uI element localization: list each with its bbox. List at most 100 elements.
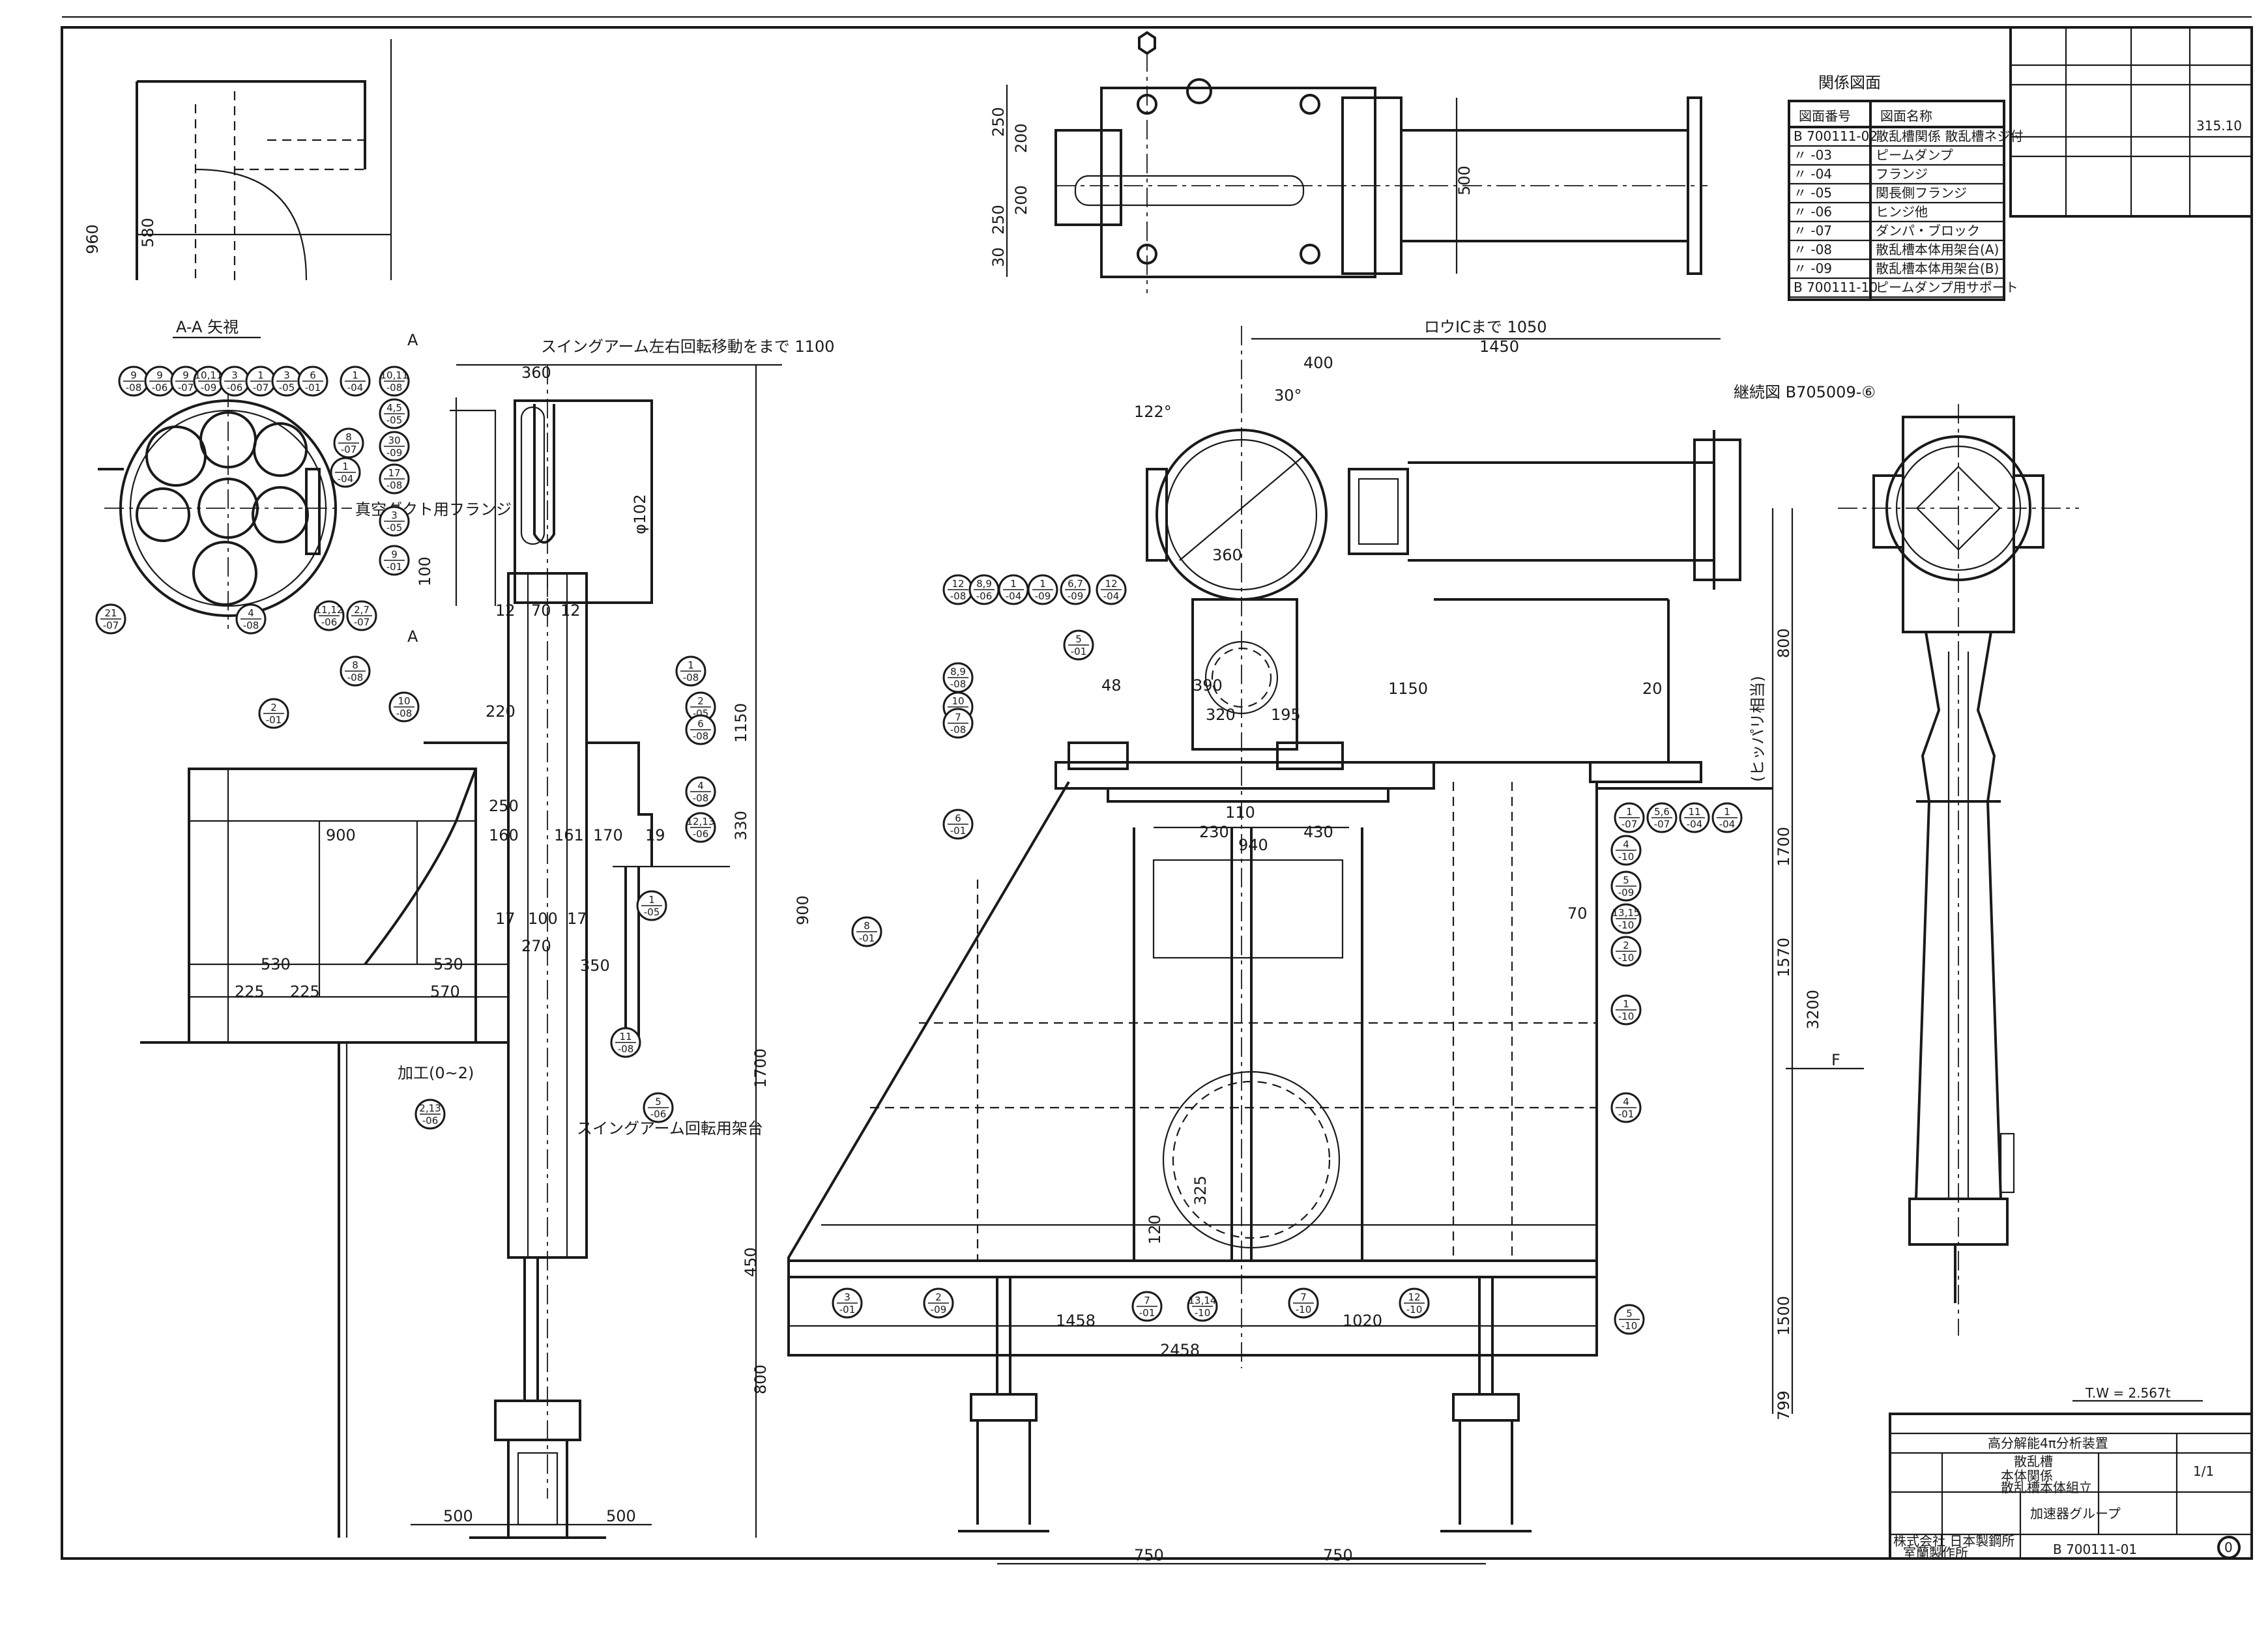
dim-48: 48 xyxy=(1101,676,1122,695)
dim-960: 960 xyxy=(83,224,102,254)
balloon-label: -08 xyxy=(386,382,403,394)
dim-900: 900 xyxy=(326,826,356,844)
balloon-label: 10 xyxy=(952,695,964,707)
balloon-label: -06 xyxy=(422,1115,439,1127)
dim-195: 195 xyxy=(1271,706,1301,724)
right-side-view xyxy=(1838,404,2079,1336)
dim-500a: 500 xyxy=(443,1507,473,1525)
balloon-label: -04 xyxy=(1006,590,1022,602)
balloon-label: 2 xyxy=(697,695,704,707)
related-row-name: 散乱槽本体用架台(B) xyxy=(1876,261,1999,276)
balloon-label: 1 xyxy=(1623,998,1629,1010)
balloon-label: 4,5 xyxy=(386,402,402,414)
balloon-label: -08 xyxy=(126,382,142,394)
dim-160: 160 xyxy=(489,826,519,844)
balloon-label: 11 xyxy=(1688,806,1700,818)
part-balloon: 1-04 xyxy=(340,366,371,397)
balloon-label: -04 xyxy=(1719,818,1736,830)
balloon-label: -04 xyxy=(1103,590,1120,602)
related-row-no: 〃 -09 xyxy=(1794,261,1832,276)
dim-17a: 17 xyxy=(495,910,516,928)
dim-200b: 200 xyxy=(1012,185,1030,215)
balloon-label: 12 xyxy=(952,578,964,590)
balloon-label: -06 xyxy=(321,616,338,628)
note-swing-arm-travel: スイングアーム左右回転移動をまで 1100 xyxy=(541,338,835,356)
dim-270: 270 xyxy=(521,937,551,955)
part-balloon: 8-08 xyxy=(340,655,371,687)
part-balloon: 4,5-05 xyxy=(379,398,410,429)
part-balloon: 12-10 xyxy=(1399,1287,1430,1319)
balloon-label: 8,9 xyxy=(976,578,992,590)
part-balloon: 4-08 xyxy=(235,603,267,635)
balloon-label: -08 xyxy=(950,678,967,690)
part-balloon: 9-06 xyxy=(144,366,175,397)
balloon-label: 6 xyxy=(310,369,316,381)
part-balloon: 5,6-07 xyxy=(1646,802,1678,833)
balloon-label: -09 xyxy=(201,382,217,394)
part-balloon: 10,11-09 xyxy=(193,366,224,397)
note-clearance: ロウICまで 1050 xyxy=(1424,318,1547,336)
related-row-name: ピームダンプ xyxy=(1876,147,1953,163)
balloon-label: 11,12 xyxy=(315,604,343,616)
balloon-label: -01 xyxy=(1071,646,1087,657)
balloon-label: 10,11 xyxy=(381,369,409,381)
balloon-label: 8 xyxy=(345,431,352,443)
balloon-label: 3 xyxy=(284,369,290,381)
related-row-name: ダンパ・ブロック xyxy=(1876,223,1980,238)
balloon-label: -06 xyxy=(650,1108,667,1120)
balloon-label: 7 xyxy=(1300,1291,1307,1303)
balloon-label: -10 xyxy=(1618,952,1635,964)
balloon-label: -08 xyxy=(950,590,967,602)
related-row-name: 散乱槽関係 散乱槽ネジ付 xyxy=(1876,128,2023,144)
part-balloon: 8-07 xyxy=(333,427,364,459)
balloon-label: 5,6 xyxy=(1654,806,1670,818)
dim-799: 799 xyxy=(1775,1390,1793,1420)
dim-750a: 750 xyxy=(1134,1546,1164,1564)
balloon-label: -07 xyxy=(1621,818,1638,830)
part-balloon: 1-07 xyxy=(1614,802,1645,833)
balloon-label: -07 xyxy=(1654,818,1670,830)
related-col-name: 図面名称 xyxy=(1880,108,1932,124)
balloon-label: 1 xyxy=(257,369,264,381)
balloon-label: -10 xyxy=(1618,1011,1635,1022)
title-part: 散乱槽 xyxy=(2014,1454,2053,1469)
part-balloon: 6-08 xyxy=(685,714,716,745)
dim-110: 110 xyxy=(1225,803,1255,822)
related-row-no: 〃 -03 xyxy=(1794,147,1832,163)
dim-phi102: φ102 xyxy=(631,494,649,534)
balloon-label: 2 xyxy=(270,702,277,713)
part-balloon: 12-08 xyxy=(942,574,974,605)
balloon-label: -07 xyxy=(103,620,119,631)
sheet-border xyxy=(61,26,2253,1560)
balloon-label: 1 xyxy=(1724,806,1730,818)
balloon-label: 2,13 xyxy=(419,1102,441,1114)
balloon-label: -06 xyxy=(693,828,709,840)
balloon-label: 10,11 xyxy=(195,369,223,381)
balloon-label: 12,13 xyxy=(687,816,715,827)
balloon-label: 3 xyxy=(231,369,238,381)
part-balloon: 11-04 xyxy=(1679,802,1710,833)
related-row-no: B 700111-02 xyxy=(1794,128,1878,144)
balloon-label: 9 xyxy=(156,369,163,381)
balloon-label: -08 xyxy=(618,1043,634,1055)
dim-122deg: 122° xyxy=(1134,403,1172,421)
balloon-label: 13,14 xyxy=(1189,1295,1217,1306)
dim-200a: 200 xyxy=(1012,123,1030,153)
part-balloon: 6-01 xyxy=(297,366,328,397)
note-swing-arm-stand: スイングアーム回転用架台 xyxy=(577,1119,763,1138)
related-row-no: 〃 -07 xyxy=(1794,223,1832,238)
part-balloon: 10,11-08 xyxy=(379,366,410,397)
balloon-label: 30 xyxy=(388,435,400,446)
balloon-label: -05 xyxy=(386,414,403,426)
part-balloon: 5-01 xyxy=(1063,629,1094,661)
balloon-label: 8,9 xyxy=(950,666,966,678)
dim-2458: 2458 xyxy=(1160,1341,1200,1359)
balloon-label: -08 xyxy=(693,730,709,742)
dim-330: 330 xyxy=(732,811,750,841)
part-balloon: 13,15-10 xyxy=(1610,903,1642,934)
part-balloon: 5-09 xyxy=(1610,870,1642,902)
balloon-label: -08 xyxy=(683,672,699,683)
balloon-label: -08 xyxy=(693,792,709,804)
part-balloon: 12-04 xyxy=(1096,574,1127,605)
